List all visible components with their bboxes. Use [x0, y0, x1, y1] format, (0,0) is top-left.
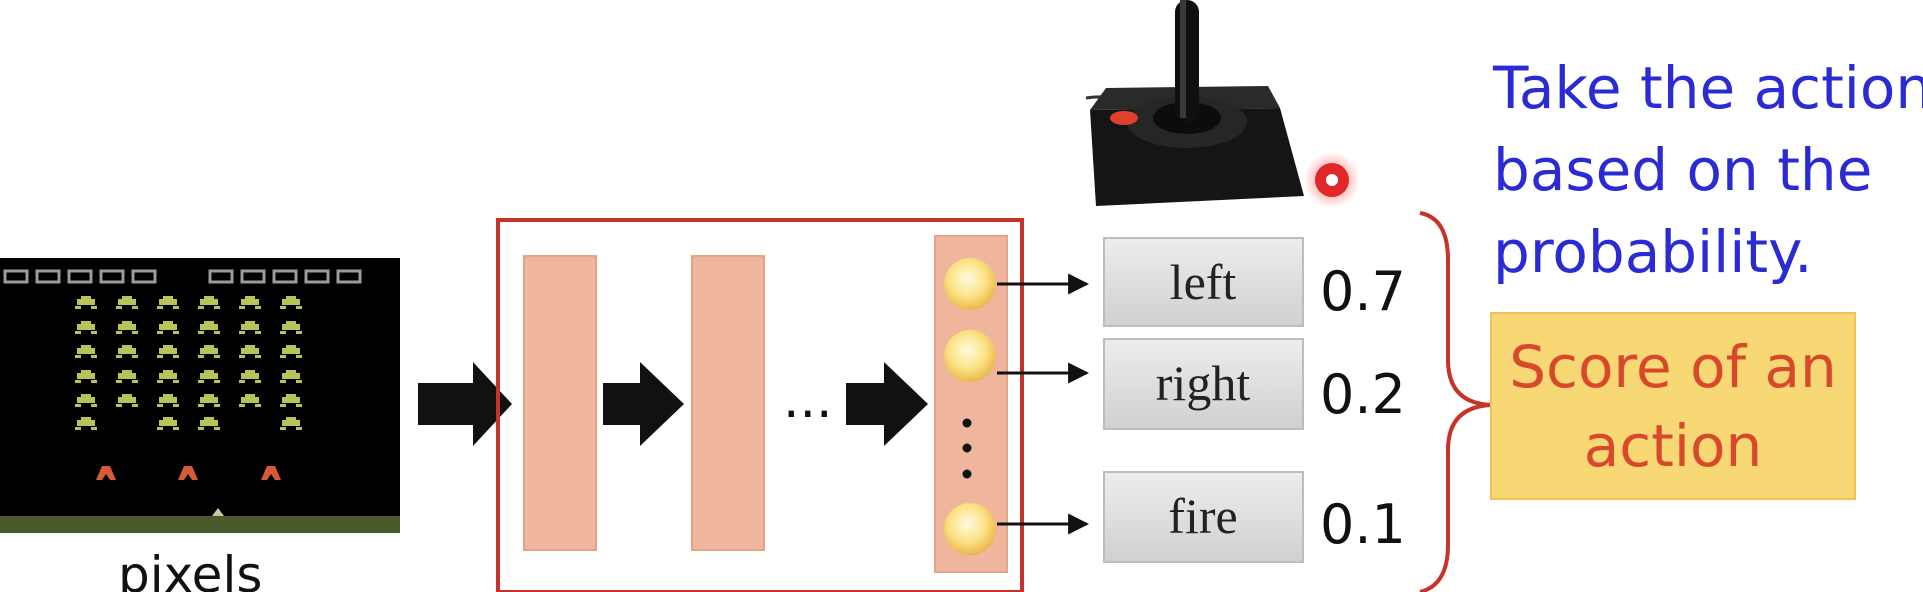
invader-sprite [75, 321, 97, 334]
action-label: left [1170, 254, 1237, 310]
invader-sprite [280, 417, 302, 430]
note-line: Take the action [1492, 54, 1923, 122]
action-label: fire [1168, 488, 1237, 544]
invader-sprite [157, 417, 179, 430]
invader-sprite [280, 321, 302, 334]
invader-sprite [116, 321, 138, 334]
ellipsis-text: ... [783, 370, 833, 430]
invader-sprite [239, 394, 261, 407]
invader-sprite [116, 345, 138, 358]
invader-sprite [239, 296, 261, 309]
score-line: Score of an [1509, 333, 1837, 401]
score-line: action [1584, 412, 1763, 480]
output-node-right [944, 330, 996, 382]
action-left: left [1103, 237, 1304, 327]
invader-sprite [157, 345, 179, 358]
action-prob: 0.7 [1320, 260, 1406, 323]
invader-sprite [280, 345, 302, 358]
invader-sprite [198, 394, 220, 407]
invader-sprite [75, 394, 97, 407]
action-label: right [1156, 355, 1251, 411]
red-dot-icon [1304, 152, 1360, 208]
output-node-left [944, 258, 996, 310]
note-line: probability. [1493, 218, 1813, 286]
invader-sprite [157, 370, 179, 383]
invader-sprite [239, 370, 261, 383]
action-prob: 0.1 [1320, 493, 1406, 556]
invader-sprite [280, 370, 302, 383]
curly-brace-icon [1419, 211, 1496, 592]
input-arrow-icon [418, 362, 512, 446]
space-invaders-screen [0, 258, 400, 533]
invader-sprite [198, 321, 220, 334]
score-box [1490, 312, 1856, 500]
invader-sprite [198, 296, 220, 309]
output-node-fire [944, 503, 996, 555]
invader-sprite [198, 417, 220, 430]
invader-sprite [116, 370, 138, 383]
invader-sprite [280, 394, 302, 407]
action-right: right [1103, 338, 1304, 430]
invader-sprite [75, 345, 97, 358]
invader-sprite [198, 370, 220, 383]
joystick-icon [1085, 0, 1304, 206]
pixels-label: pixels [118, 546, 262, 592]
hidden-layer-2 [691, 255, 765, 551]
invader-sprite [198, 345, 220, 358]
invader-sprite [157, 394, 179, 407]
layer-arrow-icon [603, 362, 684, 446]
invader-sprite [75, 296, 97, 309]
layer-arrow-icon [846, 362, 928, 446]
invader-sprite [280, 296, 302, 309]
invader-sprite [239, 321, 261, 334]
invader-sprite [116, 296, 138, 309]
invader-sprite [157, 321, 179, 334]
invader-sprite [157, 296, 179, 309]
note-line: based on the [1493, 136, 1872, 204]
invader-sprite [75, 370, 97, 383]
action-prob: 0.2 [1320, 363, 1406, 426]
invader-sprite [239, 345, 261, 358]
invader-sprite [116, 394, 138, 407]
network-frame [496, 218, 1024, 592]
hidden-layer-1 [523, 255, 597, 551]
action-fire: fire [1103, 471, 1304, 563]
invader-sprite [75, 417, 97, 430]
vertical-ellipsis-icon [962, 418, 972, 479]
